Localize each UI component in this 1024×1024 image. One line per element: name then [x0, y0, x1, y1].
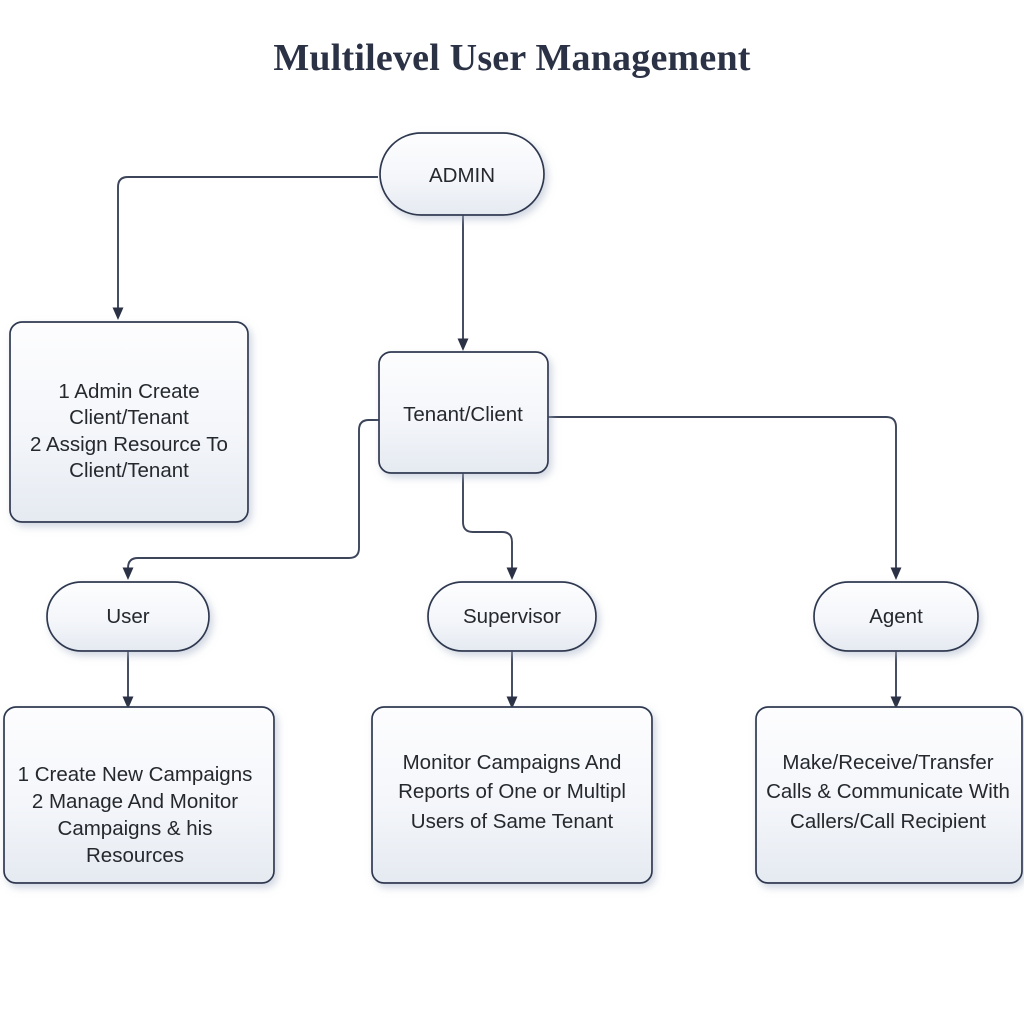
- node-user-shape[interactable]: [46, 581, 210, 652]
- node-user[interactable]: User: [46, 581, 210, 652]
- node-admin-tasks-line-4: Client/Tenant: [69, 459, 189, 482]
- page-title: Multilevel User Management: [273, 37, 751, 79]
- node-admin-tasks-shape[interactable]: [9, 321, 249, 523]
- node-agent-shape[interactable]: [813, 581, 979, 652]
- node-agent-tasks[interactable]: Make/Receive/Transfer Calls & Communicat…: [755, 706, 1023, 884]
- node-admin-tasks-line-3: 2 Assign Resource To: [30, 433, 228, 456]
- node-agent-tasks-line-2: Calls & Communicate With: [766, 780, 1010, 803]
- node-admin-tasks-line-2: Client/Tenant: [69, 406, 189, 429]
- node-supervisor-tasks-line-3: Users of Same Tenant: [411, 810, 614, 833]
- node-admin[interactable]: ADMIN: [379, 132, 545, 216]
- node-supervisor-tasks-line-1: Monitor Campaigns And: [403, 751, 622, 774]
- node-user-tasks[interactable]: 1 Create New Campaigns 2 Manage And Moni…: [3, 706, 275, 884]
- node-agent[interactable]: Agent: [813, 581, 979, 652]
- node-user-tasks-line-4: Resources: [86, 844, 184, 867]
- edge-layer: [112, 176, 902, 710]
- node-supervisor[interactable]: Supervisor: [427, 581, 597, 652]
- node-supervisor-shape[interactable]: [427, 581, 597, 652]
- edge-tenant-to-user: [122, 419, 379, 581]
- node-tenant-client-shape[interactable]: [378, 351, 549, 474]
- node-user-tasks-line-1: 1 Create New Campaigns: [18, 763, 253, 786]
- node-agent-tasks-shape[interactable]: [755, 706, 1023, 884]
- node-agent-tasks-line-3: Callers/Call Recipient: [790, 810, 986, 833]
- node-admin-shape[interactable]: [379, 132, 545, 216]
- node-agent-tasks-line-1: Make/Receive/Transfer: [782, 751, 993, 774]
- node-user-tasks-line-2: 2 Manage And Monitor: [32, 790, 238, 813]
- node-supervisor-tasks[interactable]: Monitor Campaigns And Reports of One or …: [371, 706, 653, 884]
- node-supervisor-label: Supervisor: [463, 605, 561, 628]
- edge-tenant-to-supervisor: [462, 473, 518, 581]
- node-supervisor-tasks-shape[interactable]: [371, 706, 653, 884]
- node-user-tasks-line-3: Campaigns & his: [58, 817, 213, 840]
- node-user-label: User: [106, 605, 149, 628]
- node-user-tasks-shape[interactable]: [3, 706, 275, 884]
- node-supervisor-tasks-line-2: Reports of One or Multipl: [398, 780, 626, 803]
- node-agent-label: Agent: [869, 605, 923, 628]
- node-tenant-client-label: Tenant/Client: [403, 403, 523, 426]
- node-admin-tasks-line-1: 1 Admin Create: [58, 380, 199, 403]
- node-admin-label: ADMIN: [429, 164, 495, 187]
- edge-admin-to-admin-tasks: [112, 176, 378, 321]
- node-admin-tasks[interactable]: 1 Admin Create Client/Tenant 2 Assign Re…: [9, 321, 249, 523]
- node-tenant-client[interactable]: Tenant/Client: [378, 351, 549, 474]
- edge-tenant-to-agent: [548, 416, 902, 581]
